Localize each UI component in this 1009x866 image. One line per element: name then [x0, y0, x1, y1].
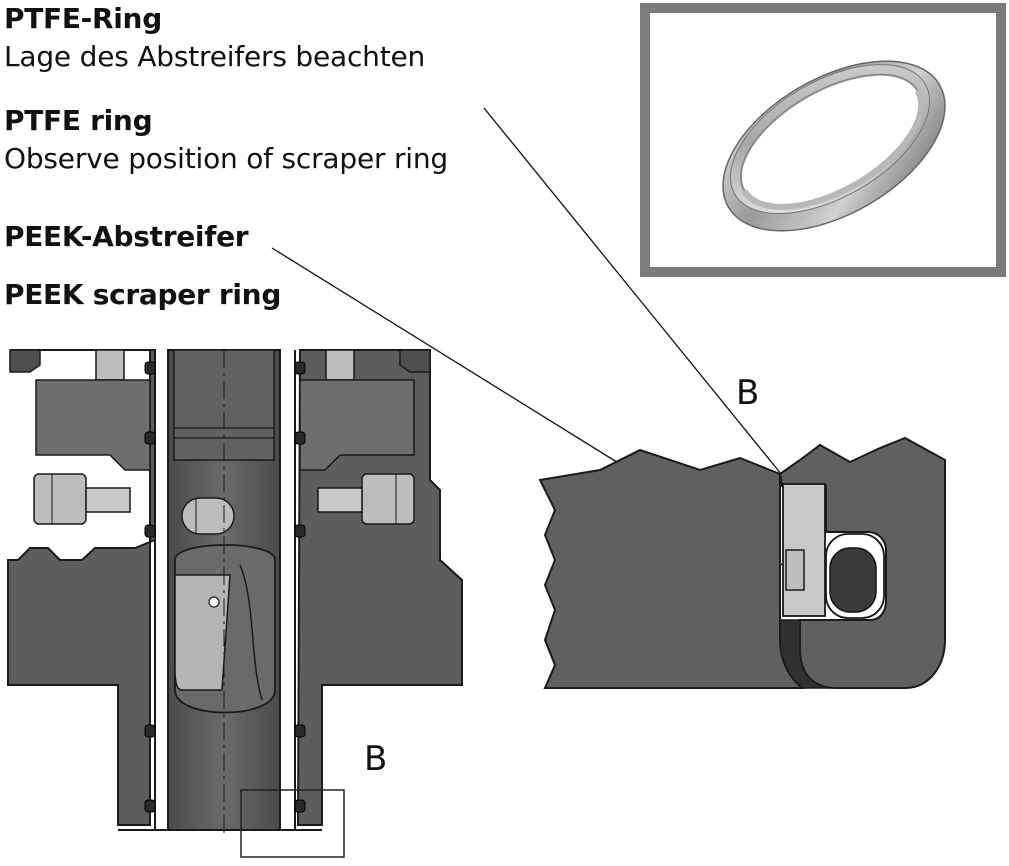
side-screw-right [317, 473, 415, 525]
peek-scraper-title-en: PEEK scraper ring [4, 278, 282, 311]
valve-cross-section [7, 349, 463, 858]
ptfe-ring-note-en: Observe position of scraper ring [4, 142, 449, 175]
housing-body [7, 349, 156, 826]
detail-b-view-label: B [736, 373, 759, 413]
detail-o-ring [829, 547, 877, 613]
ptfe-ring-inset [640, 3, 1006, 277]
detail-b-marker-box [240, 789, 345, 858]
ptfe-ring-illustration [722, 60, 946, 232]
detail-peek-scraper [785, 549, 805, 591]
leader-ptfe-ring [483, 107, 787, 481]
ptfe-ring-title-en: PTFE ring [4, 104, 153, 137]
peek-scraper-title-de: PEEK-Abstreifer [4, 220, 249, 253]
ptfe-ring-note-de: Lage des Abstreifers beachten [4, 40, 426, 73]
ptfe-ring-title-de: PTFE-Ring [4, 2, 162, 35]
detail-left-block [538, 448, 805, 689]
detail-b-marker-label: B [364, 739, 387, 779]
detail-b-view: B [538, 373, 946, 689]
housing-body-right [296, 349, 463, 826]
side-screw-left [33, 473, 131, 525]
